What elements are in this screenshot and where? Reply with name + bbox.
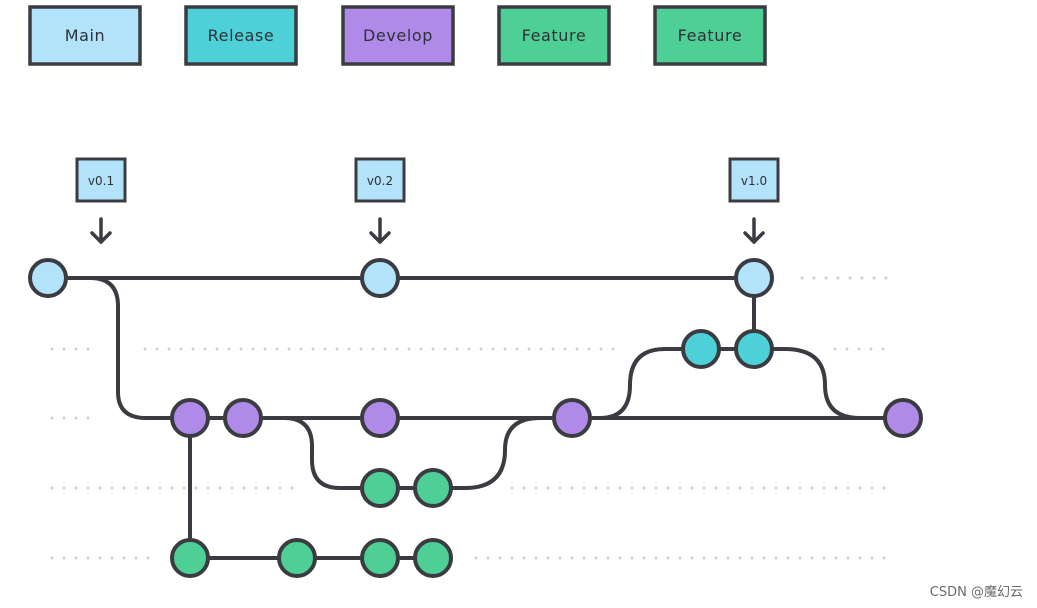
release-branch-line: [570, 347, 905, 420]
legend-label: Develop: [363, 26, 433, 45]
legend-item-feature: Feature: [653, 5, 767, 66]
commit-feature-node: [277, 538, 317, 578]
commit-develop-node: [223, 398, 263, 438]
commit-feature-node: [413, 538, 453, 578]
legend-label: Feature: [522, 26, 587, 45]
legend-item-release: Release: [184, 5, 298, 66]
branch-lines: [46, 276, 905, 560]
feature-upper-line: [241, 416, 574, 490]
legend-item-main: Main: [28, 5, 142, 66]
commit-feature-node: [413, 468, 453, 508]
version-tag-label: v0.2: [367, 174, 393, 188]
legend-label: Feature: [678, 26, 743, 45]
arrow-down-icon: [90, 217, 112, 244]
legend-item-develop: Develop: [341, 5, 455, 66]
legend-label: Main: [65, 26, 106, 45]
version-tag: v0.2: [354, 157, 406, 244]
legend-item-feature: Feature: [497, 5, 611, 66]
version-tag: v1.0: [728, 157, 780, 244]
commit-develop-node: [170, 398, 210, 438]
commit-nodes: [28, 258, 923, 578]
version-tag: v0.1: [75, 157, 127, 244]
commit-main-node: [734, 258, 774, 298]
arrow-down-icon: [743, 217, 765, 244]
watermark-text: CSDN @魔幻云: [929, 585, 1023, 600]
commit-release-node: [734, 329, 774, 369]
commit-feature-node: [360, 538, 400, 578]
commit-main-node: [28, 258, 68, 298]
version-tag-label: v0.1: [88, 174, 114, 188]
dotted-guides: [50, 276, 892, 560]
commit-release-node: [681, 329, 721, 369]
commit-develop-node: [360, 398, 400, 438]
version-tag-label: v1.0: [741, 174, 767, 188]
arrow-down-icon: [369, 217, 391, 244]
commit-develop-node: [552, 398, 592, 438]
legend-label: Release: [208, 26, 275, 45]
legend: Main Release Develop Feature Feature: [28, 5, 767, 66]
commit-main-node: [360, 258, 400, 298]
commit-feature-node: [170, 538, 210, 578]
commit-develop-node: [883, 398, 923, 438]
commit-feature-node: [360, 468, 400, 508]
main-to-develop-line: [46, 276, 192, 420]
